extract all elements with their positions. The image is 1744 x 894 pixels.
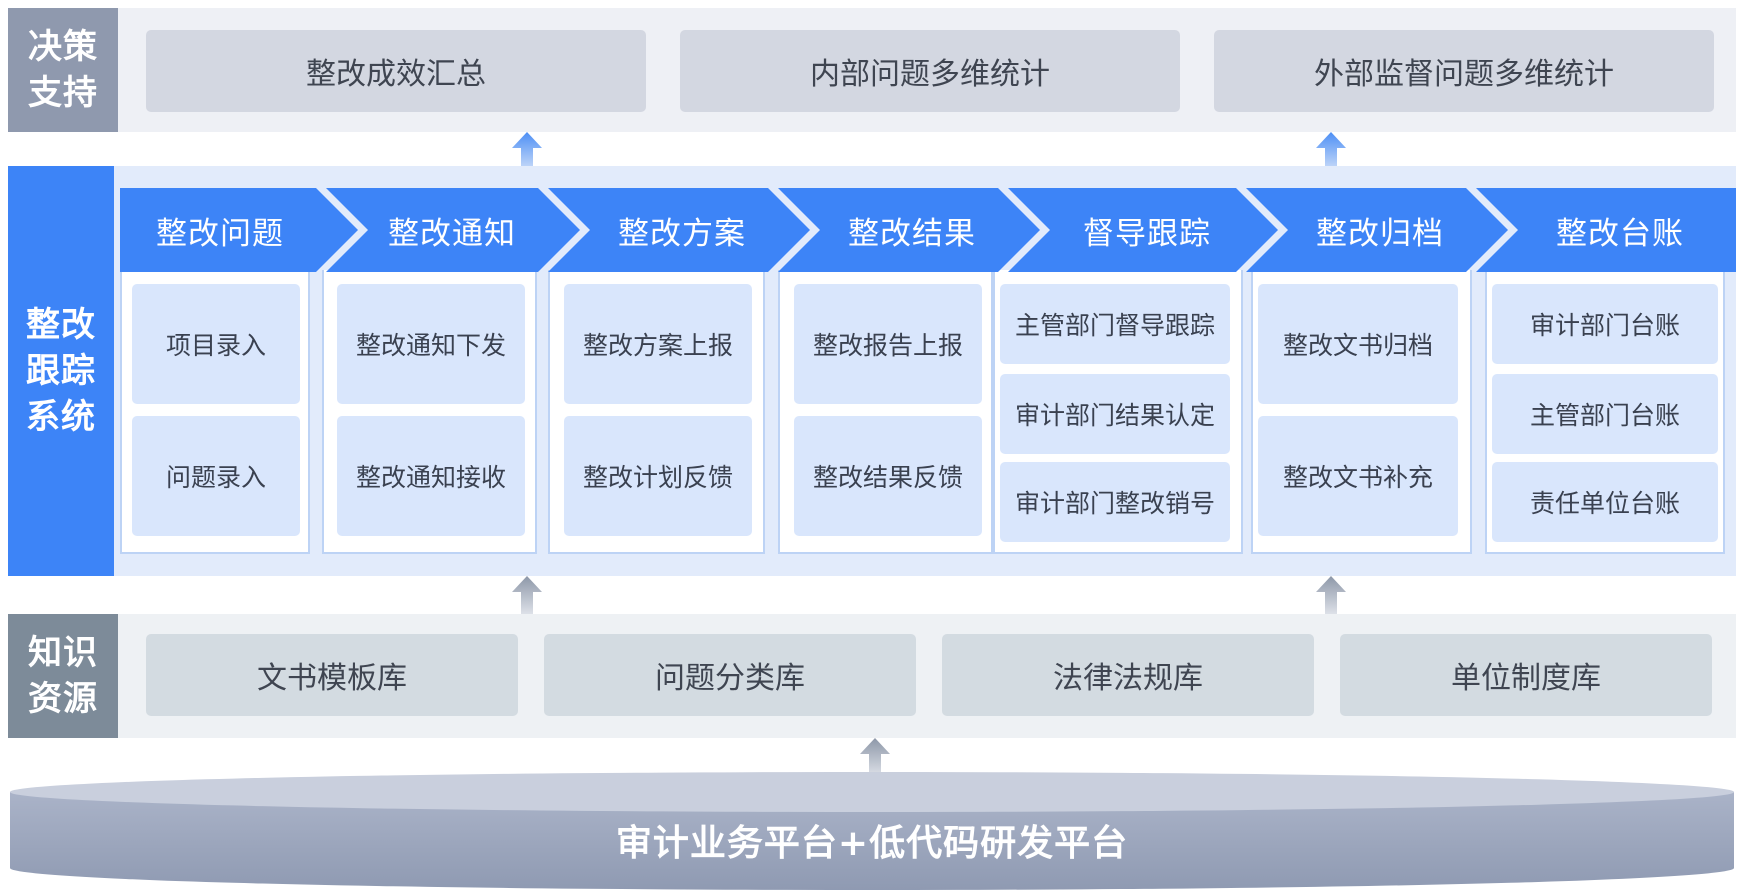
- knowledge-item-3: 法律法规库: [942, 634, 1314, 716]
- knowledge-item-2: 问题分类库: [544, 634, 916, 716]
- stage-chevron-3: [548, 188, 810, 272]
- stage-2-item-2: 整改通知接收: [337, 416, 525, 536]
- stage-4-item-2: 整改结果反馈: [794, 416, 982, 536]
- up-arrow-icon: [512, 132, 542, 170]
- stage-chevron-row: [120, 188, 1736, 272]
- decision-item-2: 内部问题多维统计: [680, 30, 1180, 112]
- stage-title-3: 整改方案: [618, 215, 746, 252]
- knowledge-item-1: 文书模板库: [146, 634, 518, 716]
- stage-7-item-3: 责任单位台账: [1492, 462, 1718, 542]
- stage-title-2: 整改通知: [388, 215, 516, 252]
- stage-2-item-1: 整改通知下发: [337, 284, 525, 404]
- stage-chevron-6: [1246, 188, 1508, 272]
- stage-title-1: 整改问题: [156, 215, 284, 252]
- up-arrow-icon: [512, 576, 542, 614]
- stage-5-item-1: 主管部门督导跟踪: [1000, 284, 1230, 364]
- knowledge-resources-label: 知识 资源: [8, 614, 118, 738]
- stage-7-item-2: 主管部门台账: [1492, 374, 1718, 454]
- decision-item-3: 外部监督问题多维统计: [1214, 30, 1714, 112]
- stage-5-item-3: 审计部门整改销号: [1000, 462, 1230, 542]
- stage-title-5: 督导跟踪: [1083, 215, 1211, 252]
- stage-chevron-2: [326, 188, 580, 272]
- stage-chevron-1: [120, 188, 358, 272]
- knowledge-item-4: 单位制度库: [1340, 634, 1712, 716]
- stage-7-item-1: 审计部门台账: [1492, 284, 1718, 364]
- stage-6-item-2: 整改文书补充: [1258, 416, 1458, 536]
- stage-4-item-1: 整改报告上报: [794, 284, 982, 404]
- platform-title: 审计业务平台+低代码研发平台: [615, 823, 1129, 864]
- decision-support-label: 决策 支持: [8, 8, 118, 132]
- platform-base: [10, 772, 1734, 890]
- up-arrow-icon: [1316, 132, 1346, 170]
- up-arrow-icon: [1316, 576, 1346, 614]
- stage-3-item-2: 整改计划反馈: [564, 416, 752, 536]
- stage-3-item-1: 整改方案上报: [564, 284, 752, 404]
- stage-chevron-5: [1008, 188, 1278, 272]
- stage-5-item-2: 审计部门结果认定: [1000, 374, 1230, 454]
- stage-chevron-4: [778, 188, 1040, 272]
- stage-1-item-2: 问题录入: [132, 416, 300, 536]
- tracking-system-label: 整改 跟踪 系统: [8, 166, 114, 576]
- stage-6-item-1: 整改文书归档: [1258, 284, 1458, 404]
- stage-title-7: 整改台账: [1556, 215, 1684, 252]
- stage-chevron-7: [1476, 188, 1736, 272]
- up-arrow-icon: [860, 738, 890, 776]
- stage-title-6: 整改归档: [1316, 215, 1444, 252]
- stage-title-4: 整改结果: [848, 215, 976, 252]
- stage-1-item-1: 项目录入: [132, 284, 300, 404]
- decision-item-1: 整改成效汇总: [146, 30, 646, 112]
